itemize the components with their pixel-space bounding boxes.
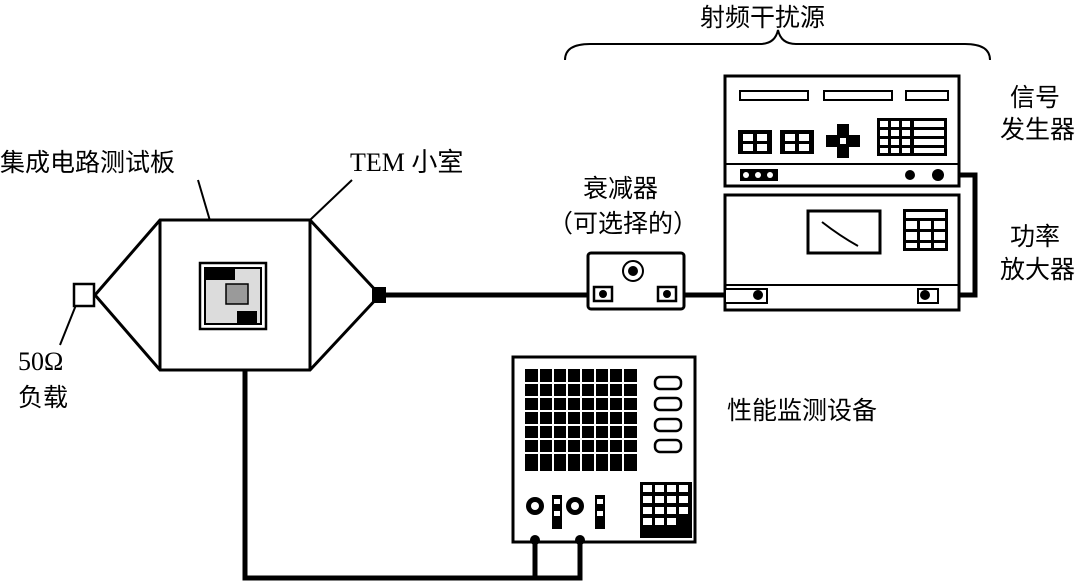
ic-chip [225,283,249,305]
load-50-ohm [72,282,96,308]
attenuator-label-line2: （可选择的） [548,209,698,238]
power-amplifier-input-connector [920,290,930,300]
monitor-input-connector-2 [575,535,585,545]
load-label-line1: 50Ω [18,347,63,376]
monitor-input-connector-1 [530,535,540,545]
performance-monitor [511,355,697,545]
signal-generator-output-connector [932,169,944,181]
signal-generator-label-line1: 信号 [1010,83,1060,112]
power-amplifier-label-line2: 放大器 [1000,255,1075,284]
power-amplifier-label-line1: 功率 [1010,222,1060,251]
rf-source-brace [564,29,991,61]
load-label-line2: 负载 [18,383,68,412]
power-amplifier-output-connector [753,290,763,300]
attenuator-label-line1: 衰减器 [583,174,658,203]
rf-source-label: 射频干扰源 [700,3,825,32]
signal-generator-label-line2: 发生器 [1000,115,1075,144]
cable-board-to-monitor [242,318,583,581]
tem-cell-leader-line [309,179,353,221]
test-board-label: 集成电路测试板 [0,148,175,177]
monitor-display-grid [525,369,637,471]
ic-test-board [198,261,268,331]
attenuator [586,251,686,311]
tem-cell-label: TEM 小室 [350,148,463,177]
signal-generator [723,74,961,188]
power-amplifier-meter [806,209,882,255]
power-amplifier [723,193,961,312]
tem-cell-input-connector [372,287,386,303]
monitor-label: 性能监测设备 [727,396,877,425]
load-leader-line [59,304,77,346]
